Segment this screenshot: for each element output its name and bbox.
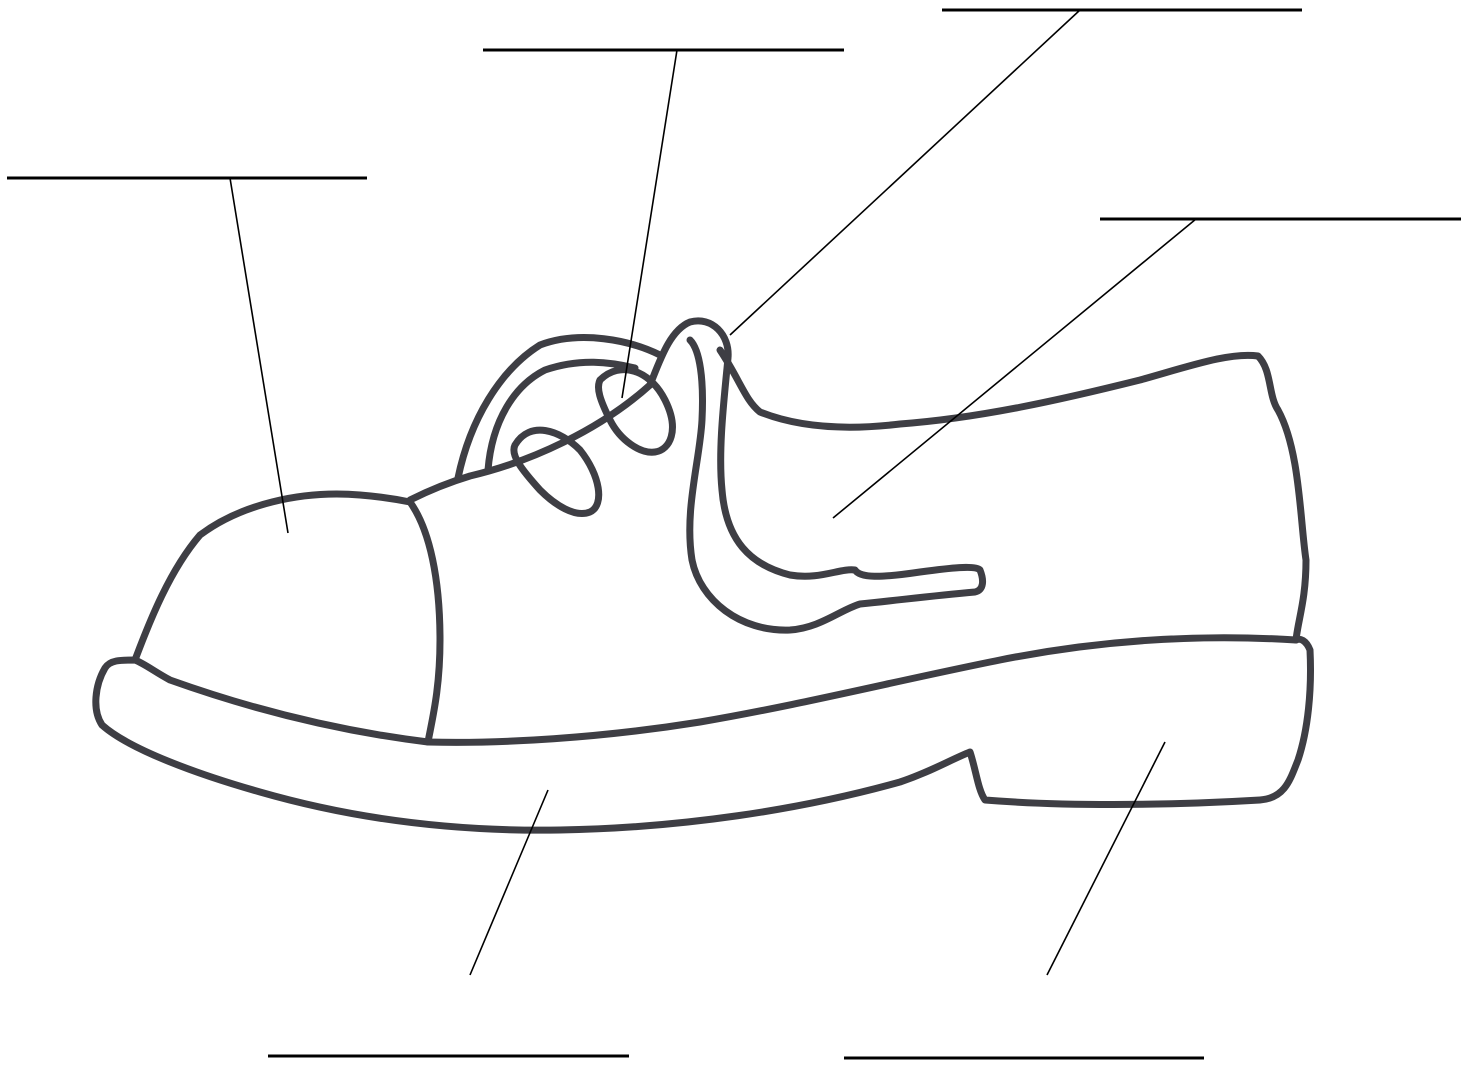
heel-label-slot[interactable] bbox=[844, 1030, 1204, 1054]
shoe-tongue-outline bbox=[650, 321, 983, 630]
sole-label-slot[interactable] bbox=[268, 1028, 629, 1052]
toe-cap-leader-line bbox=[230, 178, 288, 533]
heel-leader-line bbox=[1047, 742, 1165, 975]
upper-label-slot[interactable] bbox=[1100, 191, 1461, 215]
shoe-upper-outline bbox=[720, 350, 1306, 640]
tongue-leader-line bbox=[730, 10, 1080, 335]
shoe-sole-outline bbox=[96, 638, 1311, 830]
shoe-lace-knot bbox=[598, 370, 672, 453]
toe-cap-label-slot[interactable] bbox=[7, 150, 367, 174]
sole-leader-line bbox=[470, 790, 548, 975]
tongue-label-slot[interactable] bbox=[942, 0, 1302, 8]
lace-label-slot[interactable] bbox=[483, 22, 844, 46]
shoe-drawing bbox=[96, 321, 1311, 830]
upper-leader-line bbox=[833, 219, 1196, 518]
